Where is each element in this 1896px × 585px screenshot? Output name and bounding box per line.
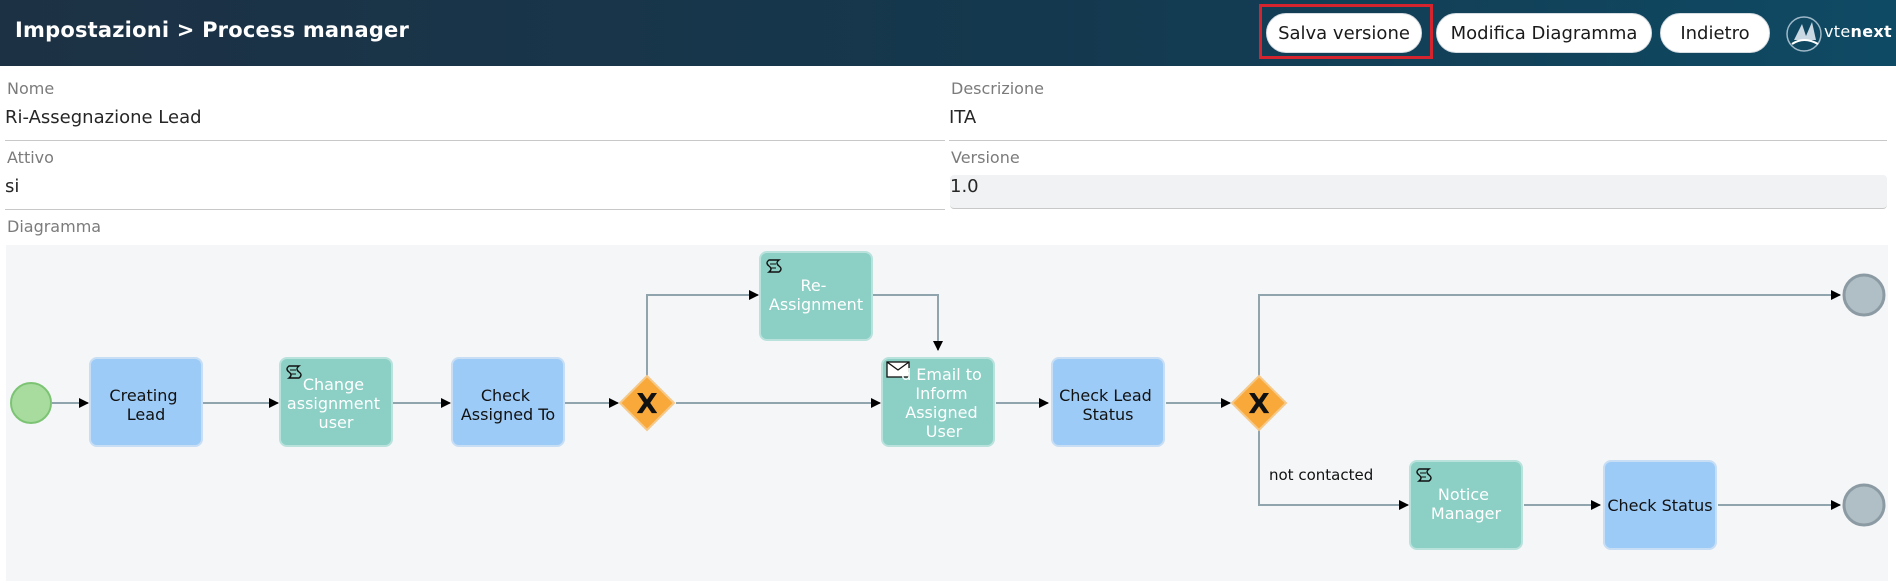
svg-text:Check Lead Status: Check Lead Status (1059, 386, 1157, 424)
save-version-button[interactable]: Salva versione (1266, 13, 1422, 53)
svg-text:X: X (1248, 387, 1270, 420)
save-button-highlight (1259, 4, 1433, 59)
svg-text:Check Status: Check Status (1607, 496, 1712, 515)
name-label: Nome (7, 79, 55, 98)
task-re-assignment[interactable]: Re- Assignment (759, 251, 873, 341)
process-diagram: not contacted Creating Lead Change assig… (6, 245, 1888, 581)
flow-gateway-to-end-top (1258, 290, 1841, 376)
description-value: ITA (949, 107, 977, 128)
flow-reassignment-to-send-email (872, 294, 943, 351)
envelope-icon (886, 361, 910, 378)
svg-text:Check Assigned To: Check Assigned To (461, 386, 555, 424)
end-event-bottom[interactable] (1842, 483, 1886, 527)
start-event[interactable] (10, 382, 52, 424)
version-label: Versione (951, 148, 1020, 167)
svg-text:Notice Manager: Notice Manager (1431, 485, 1502, 523)
task-change-assignment-user[interactable]: Change assignment user (279, 357, 393, 447)
description-underline (949, 140, 1887, 141)
name-value: Ri-Assegnazione Lead (5, 107, 202, 128)
active-underline (5, 209, 945, 210)
svg-text:X: X (636, 387, 658, 420)
task-check-lead-status[interactable]: Check Lead Status (1051, 357, 1165, 447)
task-send-email[interactable]: d Email to Inform Assigned User (881, 357, 995, 447)
back-button[interactable]: Indietro (1660, 13, 1770, 53)
flow-gateway-to-reassignment (646, 290, 759, 376)
version-readonly-box (950, 175, 1887, 209)
page-title: Impostazioni > Process manager (15, 18, 410, 42)
flow-label-not-contacted: not contacted (1269, 466, 1373, 484)
svg-text:Re- Assignment: Re- Assignment (769, 276, 863, 314)
svg-text:Change assignment: Change assignment user (287, 375, 385, 432)
task-creating-lead[interactable]: Creating Lead (89, 357, 203, 447)
sequence-flows (52, 290, 1841, 510)
script-icon (286, 365, 302, 379)
active-value: si (5, 176, 20, 197)
task-check-status[interactable]: Check Status (1603, 460, 1717, 550)
exclusive-gateway-2[interactable]: X (1230, 374, 1288, 432)
end-event-top[interactable] (1842, 273, 1886, 317)
name-underline (5, 140, 945, 141)
description-label: Descrizione (951, 79, 1044, 98)
svg-text:Creating Lead: Creating Lead (109, 386, 182, 424)
active-label: Attivo (7, 148, 54, 167)
svg-text:d Email to Inform: d Email to Inform Assigned User (901, 365, 987, 441)
diagram-label: Diagramma (7, 217, 102, 236)
vtenext-logo-text: vtenext (1824, 22, 1892, 41)
version-value: 1.0 (950, 176, 979, 197)
script-icon (766, 259, 782, 273)
edit-diagram-button[interactable]: Modifica Diagramma (1436, 13, 1652, 53)
task-check-assigned-to[interactable]: Check Assigned To (451, 357, 565, 447)
flow-gateway-to-notice-manager (1258, 430, 1409, 510)
exclusive-gateway-1[interactable]: X (618, 374, 676, 432)
task-notice-manager[interactable]: Notice Manager (1409, 460, 1523, 550)
script-icon (1416, 468, 1432, 482)
app-header: Impostazioni > Process manager Salva ver… (0, 0, 1896, 66)
vtenext-logo-icon (1786, 16, 1822, 52)
bpmn-canvas: not contacted Creating Lead Change assig… (10, 251, 1886, 550)
